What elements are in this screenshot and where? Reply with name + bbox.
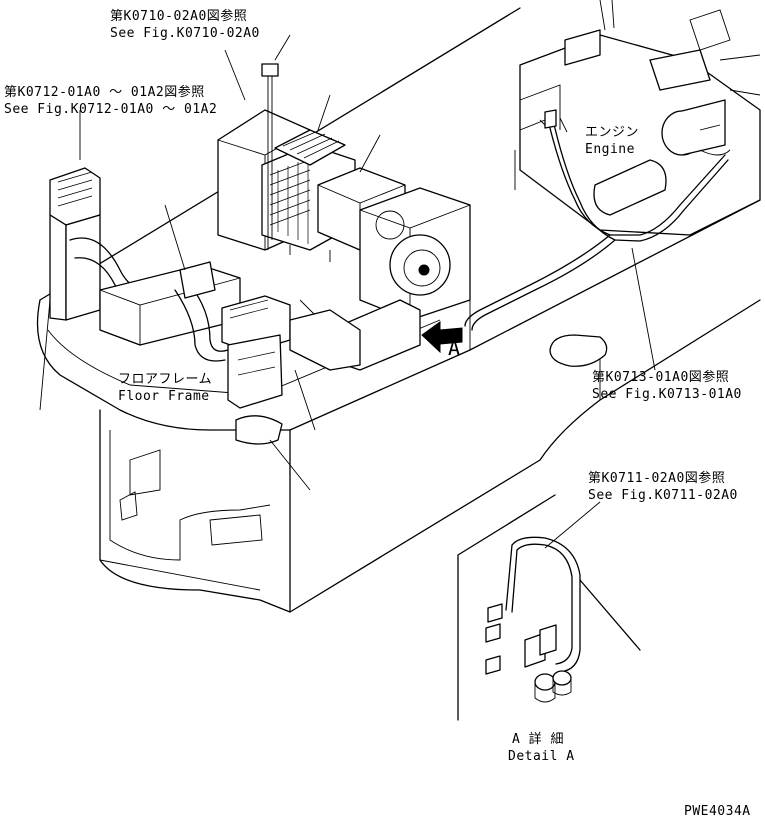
- text-labels: 第K0710-02A0図参照 See Fig.K0710-02A0 第K0712…: [4, 8, 751, 819]
- detail-a-title-jp: A 詳 細: [512, 731, 564, 747]
- drawing-number: PWE4034A: [684, 804, 751, 819]
- floor-label-jp: フロアフレーム: [118, 372, 212, 387]
- floor-label-en: Floor Frame: [118, 389, 210, 404]
- leader-lines: [39, 34, 656, 549]
- ref-engine-en: See Fig.K0713-01A0: [592, 387, 742, 402]
- engine-harness: [464, 109, 729, 331]
- ref-detail-jp: 第K0711-02A0図参照: [588, 470, 725, 486]
- engine-label-en: Engine: [585, 142, 635, 157]
- detail-a: [457, 494, 641, 721]
- view-a-label: A: [448, 336, 461, 360]
- detail-a-title-en: Detail A: [508, 749, 575, 764]
- ref-left-jp: 第K0712-01A0 ～ 01A2図参照: [4, 84, 205, 100]
- ref-engine-jp: 第K0713-01A0図参照: [592, 369, 729, 385]
- view-a-arrow: [421, 321, 463, 354]
- floor-frame: [36, 7, 761, 613]
- ducts: [49, 167, 361, 445]
- ref-left-en: See Fig.K0712-01A0 ～ 01A2: [4, 102, 217, 117]
- ref-detail-en: See Fig.K0711-02A0: [588, 488, 738, 503]
- bolt: [261, 63, 279, 240]
- engine: [514, 0, 761, 236]
- ref-top-en: See Fig.K0710-02A0: [110, 26, 260, 41]
- engine-label-jp: エンジン: [585, 125, 639, 140]
- heater-unit: [217, 109, 471, 371]
- ref-top-jp: 第K0710-02A0図参照: [110, 8, 247, 24]
